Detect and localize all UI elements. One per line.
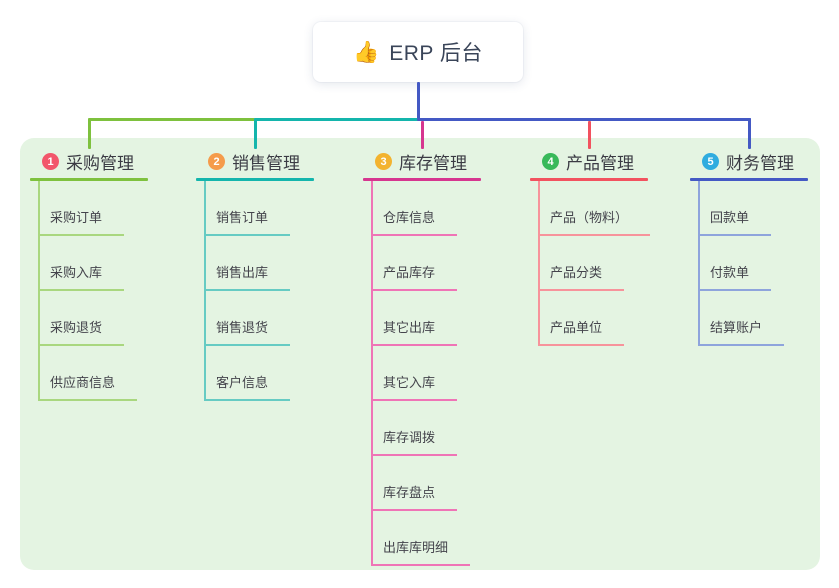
child-node: 采购订单	[38, 181, 190, 236]
child-node-label[interactable]: 供应商信息	[38, 372, 138, 401]
branch-label: 产品管理	[566, 154, 634, 173]
branch-drop-line-3	[421, 121, 424, 149]
branch-node-4: 4 产品管理 产品（物料） 产品分类产品单位	[530, 148, 690, 346]
branch-label: 库存管理	[399, 154, 467, 173]
branch-number-badge: 5	[702, 153, 719, 170]
branch-number-badge: 3	[375, 153, 392, 170]
child-node: 供应商信息	[38, 346, 190, 401]
child-node-label[interactable]: 结算账户	[698, 317, 785, 346]
branch-header[interactable]: 4 产品管理	[530, 148, 690, 175]
child-node-label[interactable]: 仓库信息	[371, 207, 458, 236]
child-node: 产品分类	[538, 236, 690, 291]
child-node: 客户信息	[204, 346, 356, 401]
hbar-segment-3	[417, 118, 751, 121]
child-node-label[interactable]: 采购订单	[38, 207, 125, 236]
child-node: 其它出库	[371, 291, 523, 346]
root-node-erp[interactable]: 👍 ERP 后台	[313, 22, 523, 82]
branch-child-connector	[38, 181, 40, 401]
branch-drop-line-4	[588, 121, 591, 149]
child-node: 结算账户	[698, 291, 839, 346]
branch-node-1: 1 采购管理 采购订单采购入库采购退货供应商信息	[30, 148, 190, 401]
child-node-label[interactable]: 采购退货	[38, 317, 125, 346]
child-node-label[interactable]: 产品分类	[538, 262, 625, 291]
branch-children: 仓库信息产品库存其它出库其它入库库存调拨库存盘点出库库明细	[371, 181, 523, 566]
branch-child-connector	[698, 181, 700, 346]
child-node: 付款单	[698, 236, 839, 291]
branch-underline	[30, 178, 148, 181]
child-node-label[interactable]: 销售订单	[204, 207, 291, 236]
child-node: 出库库明细	[371, 511, 523, 566]
child-node-label[interactable]: 销售退货	[204, 317, 291, 346]
child-node-label[interactable]: 回款单	[698, 207, 772, 236]
child-node-label[interactable]: 客户信息	[204, 372, 291, 401]
branch-underline	[530, 178, 648, 181]
child-node: 产品库存	[371, 236, 523, 291]
branch-header[interactable]: 2 销售管理	[196, 148, 356, 175]
branch-drop-line-2	[254, 118, 257, 149]
branch-underline	[690, 178, 808, 181]
branch-number-badge: 4	[542, 153, 559, 170]
child-node: 销售退货	[204, 291, 356, 346]
child-node-label[interactable]: 付款单	[698, 262, 772, 291]
child-node: 库存盘点	[371, 456, 523, 511]
branch-drop-line-1	[88, 118, 91, 149]
child-node: 库存调拨	[371, 401, 523, 456]
child-node: 仓库信息	[371, 181, 523, 236]
root-stem-line	[417, 82, 420, 121]
branch-node-3: 3 库存管理 仓库信息产品库存其它出库其它入库库存调拨库存盘点出库库明细	[363, 148, 523, 566]
branch-number-badge: 1	[42, 153, 59, 170]
branch-header[interactable]: 3 库存管理	[363, 148, 523, 175]
child-node-label[interactable]: 其它出库	[371, 317, 458, 346]
child-node-label[interactable]: 产品（物料）	[538, 207, 651, 236]
child-node: 其它入库	[371, 346, 523, 401]
child-node-label[interactable]: 出库库明细	[371, 537, 471, 566]
child-node-label[interactable]: 库存调拨	[371, 427, 458, 456]
child-node-label[interactable]: 产品单位	[538, 317, 625, 346]
child-node-label[interactable]: 销售出库	[204, 262, 291, 291]
branch-children: 产品（物料） 产品分类产品单位	[538, 181, 690, 346]
branch-children: 销售订单销售出库销售退货客户信息	[204, 181, 356, 401]
branch-underline	[363, 178, 481, 181]
child-node: 采购退货	[38, 291, 190, 346]
child-node: 销售出库	[204, 236, 356, 291]
branch-drop-line-5	[748, 118, 751, 149]
root-node-label: ERP 后台	[389, 42, 483, 65]
hbar-segment-1	[89, 118, 255, 121]
child-node: 销售订单	[204, 181, 356, 236]
branch-label: 销售管理	[232, 154, 300, 173]
branch-underline	[196, 178, 314, 181]
child-node-label[interactable]: 采购入库	[38, 262, 125, 291]
branch-header[interactable]: 5 财务管理	[690, 148, 839, 175]
hbar-segment-2	[255, 118, 419, 121]
branch-label: 财务管理	[726, 154, 794, 173]
thumbs-up-icon: 👍	[353, 40, 380, 64]
child-node: 产品单位	[538, 291, 690, 346]
branch-children: 采购订单采购入库采购退货供应商信息	[38, 181, 190, 401]
branch-child-connector	[538, 181, 540, 346]
branch-number-badge: 2	[208, 153, 225, 170]
branch-child-connector	[371, 181, 373, 566]
branch-node-5: 5 财务管理 回款单付款单结算账户	[690, 148, 839, 346]
child-node-label[interactable]: 库存盘点	[371, 482, 458, 511]
child-node: 产品（物料）	[538, 181, 690, 236]
branch-header[interactable]: 1 采购管理	[30, 148, 190, 175]
branch-label: 采购管理	[66, 154, 134, 173]
branch-child-connector	[204, 181, 206, 401]
branch-children: 回款单付款单结算账户	[698, 181, 839, 346]
child-node-label[interactable]: 产品库存	[371, 262, 458, 291]
child-node-label[interactable]: 其它入库	[371, 372, 458, 401]
child-node: 回款单	[698, 181, 839, 236]
branches-background-panel	[20, 138, 820, 570]
branch-node-2: 2 销售管理 销售订单销售出库销售退货客户信息	[196, 148, 356, 401]
child-node: 采购入库	[38, 236, 190, 291]
